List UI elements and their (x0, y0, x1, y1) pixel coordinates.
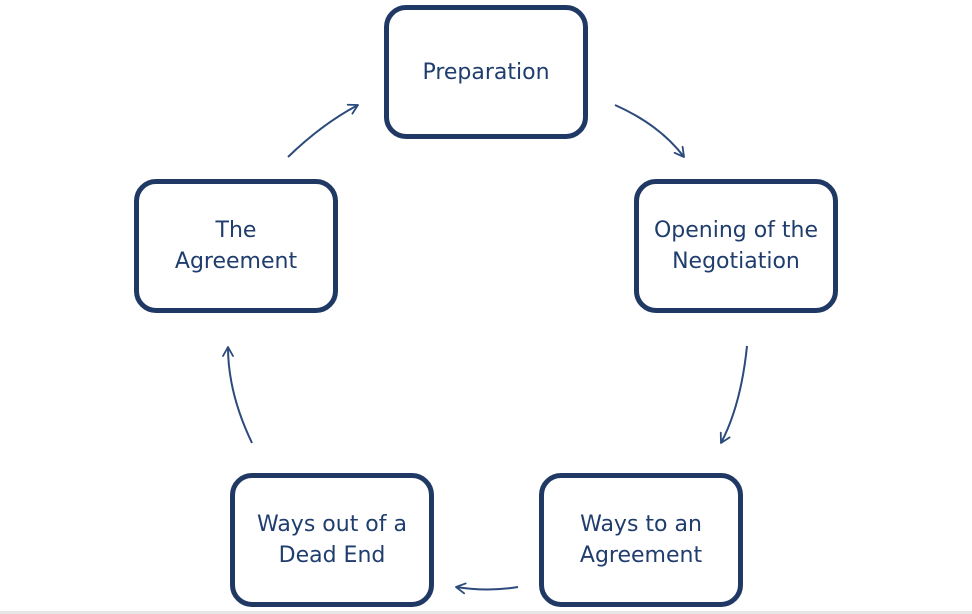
bottom-divider (0, 611, 972, 614)
arrow-dead-end-to-agreement (222, 346, 253, 444)
arrow-agreement-to-preparation (287, 103, 359, 158)
step-box-preparation: Preparation (384, 5, 588, 139)
arrow-preparation-to-opening (614, 104, 685, 158)
arrow-ways-agreement-to-dead-end (455, 582, 519, 595)
step-box-opening-negotiation: Opening of the Negotiation (634, 179, 838, 313)
step-box-ways-to-agreement: Ways to an Agreement (539, 473, 743, 607)
step-box-ways-out-dead-end: Ways out of a Dead End (230, 473, 434, 607)
step-label: Opening of the Negotiation (653, 218, 819, 274)
step-label: Ways out of a Dead End (256, 512, 407, 568)
step-box-the-agreement: The Agreement (134, 179, 338, 313)
step-label: Preparation (422, 59, 550, 85)
step-label: The Agreement (174, 218, 298, 274)
step-label: Ways to an Agreement (579, 512, 703, 568)
arrow-opening-to-ways-agreement (719, 345, 748, 444)
